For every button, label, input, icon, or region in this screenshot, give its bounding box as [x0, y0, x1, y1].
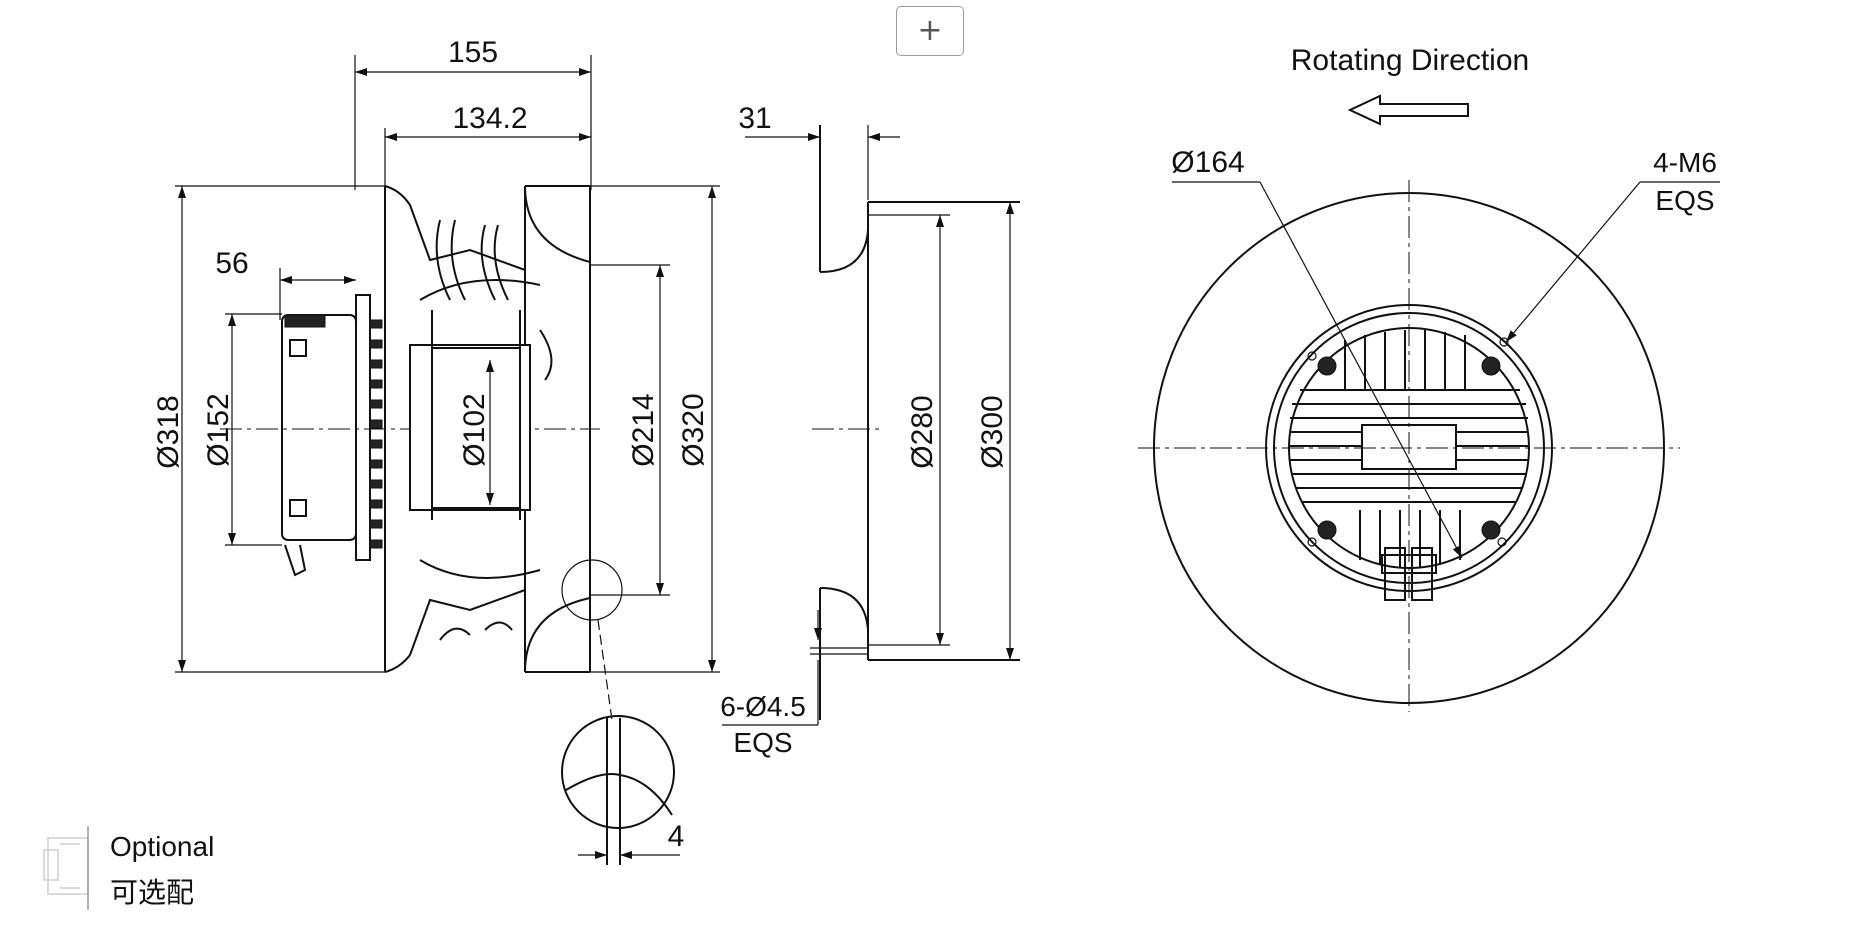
optional-symbol: [43, 826, 89, 910]
thread-eqs: EQS: [1655, 185, 1714, 216]
dim-diameter-152: Ø152: [202, 393, 235, 466]
dim-diameter-280: Ø280: [906, 395, 939, 468]
thread-spec: 4-M6: [1653, 147, 1717, 178]
edge-detail-view: 4: [561, 715, 685, 865]
dim-diameter-320: Ø320: [677, 393, 710, 466]
holes-eqs: EQS: [733, 727, 792, 758]
legend-label-en: Optional: [110, 831, 214, 862]
dim-diameter-214: Ø214: [627, 393, 660, 466]
mounting-holes: [1307, 337, 1509, 547]
dim-diameter-300: Ø300: [976, 395, 1009, 468]
plus-icon: +: [917, 13, 943, 48]
fan-side-view: 155 134.2 56 Ø318 Ø152 Ø102 Ø214 Ø320: [152, 36, 720, 721]
heatsink-fins: [1290, 330, 1528, 568]
dim-diameter-318: Ø318: [152, 395, 185, 468]
legend-optional: Optional 可选配: [43, 826, 214, 910]
zoom-in-button[interactable]: +: [896, 6, 964, 56]
dim-diameter-164: Ø164: [1171, 146, 1244, 179]
motor-fins: [369, 319, 383, 549]
dim-impeller-depth: 134.2: [452, 102, 527, 135]
holes-spec: 6-Ø4.5: [720, 691, 806, 722]
fan-front-view: Rotating Direction: [1138, 44, 1720, 712]
inlet-ring-view: 31 Ø280 Ø300 6-Ø4.5 EQS: [720, 102, 1020, 758]
dim-gap: 4: [668, 820, 685, 853]
rotation-label: Rotating Direction: [1291, 44, 1529, 77]
legend-label-cn: 可选配: [110, 877, 194, 908]
rotation-arrow: [1347, 94, 1469, 126]
dim-diameter-102: Ø102: [458, 393, 491, 466]
dim-overall-depth: 155: [448, 36, 498, 69]
dim-motor-offset: 56: [215, 247, 248, 280]
dim-ring-depth: 31: [738, 102, 771, 135]
